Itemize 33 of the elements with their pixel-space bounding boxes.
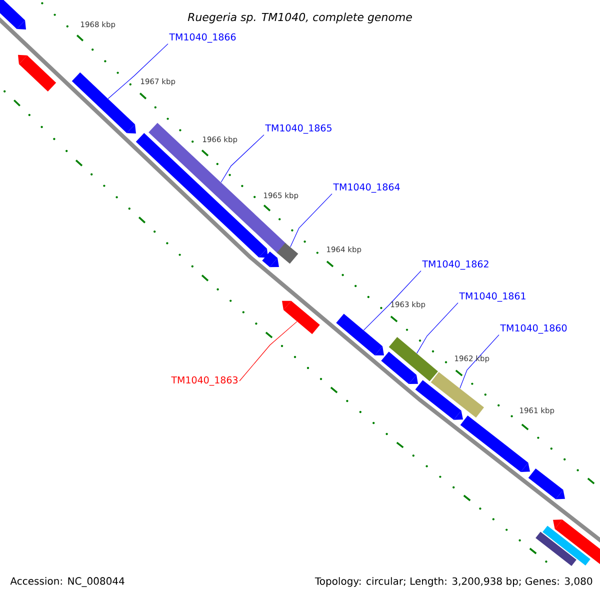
gene-block (336, 314, 384, 356)
leader-line (108, 44, 168, 99)
gene-label: TM1040_1866 (169, 33, 236, 43)
gene-block (381, 352, 418, 384)
gene-block (72, 72, 136, 134)
gene-block (430, 372, 484, 418)
gene-block (282, 300, 320, 334)
gene-block (415, 380, 463, 420)
title: Ruegeria sp. TM1040, complete genome (188, 12, 412, 24)
leader-line (220, 134, 264, 183)
gene-label: TM1040_1861 (459, 292, 526, 302)
gene-label: TM1040_1864 (333, 183, 400, 193)
gene-block (460, 416, 530, 472)
gene-label: TM1040_1862 (422, 260, 488, 270)
gene-label: TM1040_1863 (171, 376, 238, 386)
leader-line (363, 270, 422, 330)
gene-block (18, 54, 56, 92)
gene-block (0, 0, 26, 30)
gene-block (553, 519, 600, 564)
leader-line (239, 321, 298, 382)
leader-line (290, 194, 332, 248)
leader-line (460, 334, 500, 389)
gene-block (262, 252, 279, 268)
gene-label: TM1040_1860 (500, 324, 567, 334)
gene-block (388, 337, 438, 382)
footer-text: Topology: circular; Length: 3,200,938 bp; Genes: 3,080 (314, 577, 592, 587)
leader-line (416, 302, 458, 354)
footer-text: Accession: NC_008044 (10, 577, 124, 587)
gene-label: TM1040_1865 (265, 124, 332, 134)
gene-block (536, 532, 576, 566)
gene-block (528, 468, 565, 500)
gene-block (276, 242, 298, 264)
gene-block (542, 526, 590, 566)
